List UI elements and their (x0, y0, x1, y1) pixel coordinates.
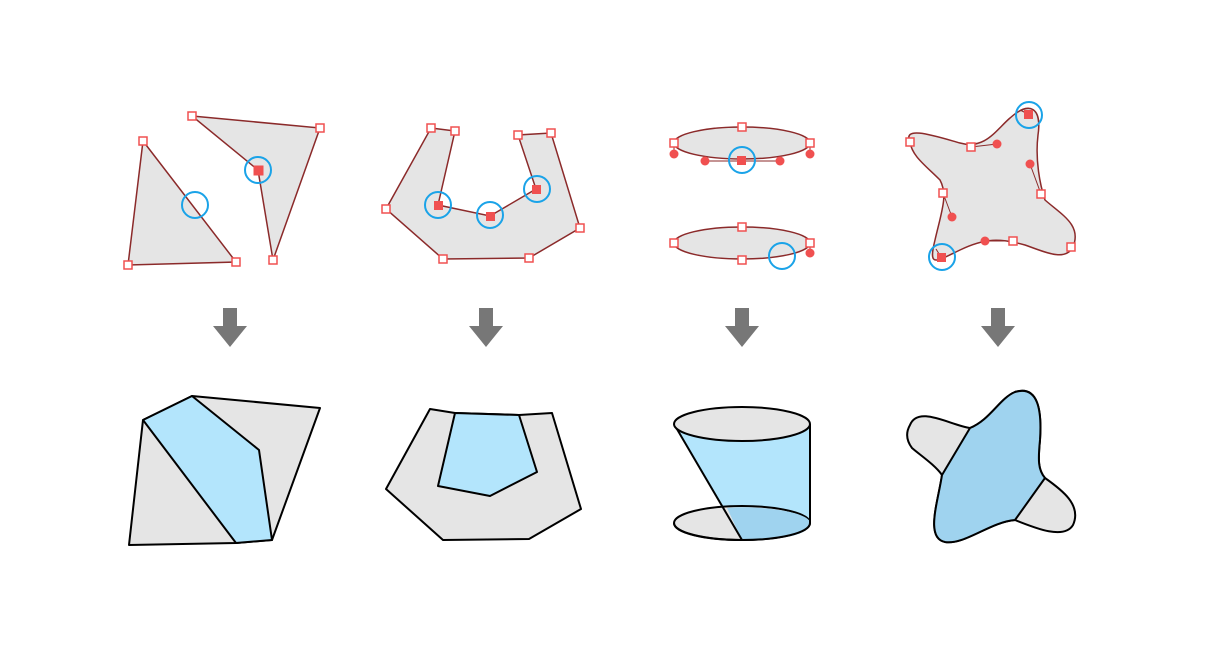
top-ellipse (673, 126, 811, 160)
vertex-handle[interactable] (938, 188, 948, 198)
control-point[interactable] (805, 248, 815, 258)
result-blue-region (933, 389, 1046, 544)
control-point[interactable] (1025, 159, 1035, 169)
vertex-handle[interactable] (123, 260, 133, 270)
vertex-handle[interactable] (381, 204, 391, 214)
vertex-handle[interactable] (513, 130, 523, 140)
u-shape (385, 127, 581, 260)
vertex-handle[interactable] (1008, 236, 1018, 246)
selected-vertex-handle[interactable] (253, 165, 264, 176)
result-blue-region-bottom (727, 507, 810, 540)
vertex-handle[interactable] (669, 238, 679, 248)
panel-2-result (385, 408, 582, 541)
selection-circle[interactable] (728, 146, 756, 174)
selection-circle[interactable] (181, 191, 209, 219)
vertex-handle[interactable] (805, 138, 815, 148)
selection-circle[interactable] (424, 191, 452, 219)
panel-2-edit (381, 123, 585, 264)
selection-circle[interactable] (1015, 101, 1043, 129)
bezier-handles[interactable] (905, 109, 1076, 262)
vertex-handle[interactable] (575, 223, 585, 233)
selection-circle[interactable] (476, 201, 504, 229)
selected-vertex-handle[interactable] (434, 201, 443, 210)
bezier-handles[interactable] (669, 122, 815, 265)
selected-vertex-handle[interactable] (486, 212, 495, 221)
vertex-handle[interactable] (187, 111, 197, 121)
down-arrow-icon (725, 308, 759, 347)
vertex-handles[interactable] (123, 111, 325, 270)
vertex-handle[interactable] (546, 128, 556, 138)
vertex-handle[interactable] (737, 122, 747, 132)
selected-vertex-handle[interactable] (737, 156, 746, 165)
vertex-handle[interactable] (315, 123, 325, 133)
cut-edge (673, 423, 743, 541)
selection-circle[interactable] (523, 175, 551, 203)
vertex-handle[interactable] (268, 255, 278, 265)
selection-circle[interactable] (244, 156, 272, 184)
down-arrow-icon (469, 308, 503, 347)
control-point[interactable] (947, 212, 957, 222)
panel-4-result (906, 389, 1077, 544)
vertex-handle[interactable] (138, 136, 148, 146)
cylinder-top-ellipse (673, 406, 811, 442)
panel-3-result (673, 406, 811, 542)
control-point[interactable] (980, 236, 990, 246)
vertex-handle[interactable] (737, 255, 747, 265)
selected-vertex-handle[interactable] (937, 253, 946, 262)
panel-4-edit (905, 101, 1076, 271)
control-point[interactable] (669, 149, 679, 159)
result-blue-region (437, 412, 538, 497)
vertex-handle[interactable] (231, 257, 241, 267)
vertex-handle[interactable] (450, 126, 460, 136)
panel-1-edit (123, 111, 325, 270)
down-arrow-icon (213, 308, 247, 347)
control-point[interactable] (992, 139, 1002, 149)
selected-vertex-handle[interactable] (1024, 110, 1033, 119)
panel-1-result (128, 395, 321, 546)
vertex-handle[interactable] (524, 253, 534, 263)
vertex-handle[interactable] (966, 142, 976, 152)
vertex-handle[interactable] (426, 123, 436, 133)
control-point[interactable] (775, 156, 785, 166)
vertex-handle[interactable] (737, 222, 747, 232)
result-blue-region (142, 395, 273, 544)
vertex-handles[interactable] (381, 123, 585, 264)
vertex-handle[interactable] (438, 254, 448, 264)
selection-circle[interactable] (768, 242, 796, 270)
selected-vertex-handle[interactable] (532, 185, 541, 194)
down-arrows (213, 308, 1015, 347)
control-point[interactable] (805, 149, 815, 159)
vertex-handle[interactable] (1066, 242, 1076, 252)
selection-circle[interactable] (928, 243, 956, 271)
vertex-handle[interactable] (669, 138, 679, 148)
blob-shape (908, 107, 1076, 261)
control-point[interactable] (700, 156, 710, 166)
panel-3-edit (669, 122, 815, 270)
down-arrow-icon (981, 308, 1015, 347)
vertex-handle[interactable] (805, 238, 815, 248)
bottom-ellipse (673, 226, 811, 260)
vertex-handle[interactable] (1036, 189, 1046, 199)
vertex-handle[interactable] (905, 137, 915, 147)
